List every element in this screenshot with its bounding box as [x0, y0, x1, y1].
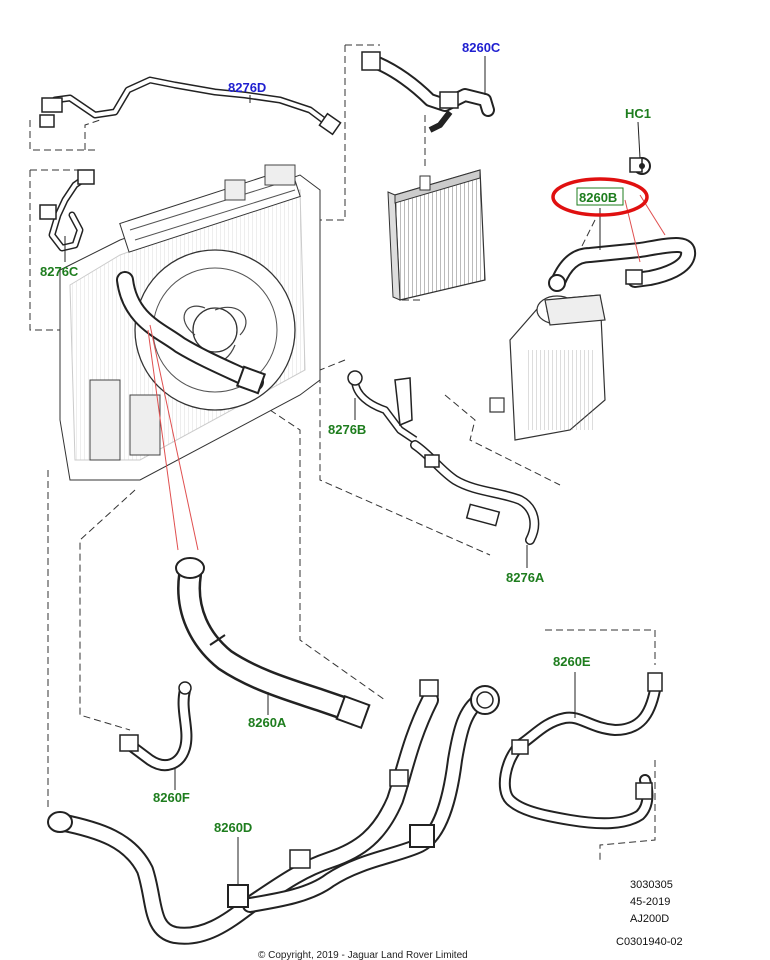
label-8276B[interactable]: 8276B: [328, 422, 366, 437]
copyright-text: © Copyright, 2019 - Jaguar Land Rover Li…: [258, 950, 468, 960]
radiator-fan-module: [59, 164, 321, 481]
label-8276C[interactable]: 8276C: [40, 264, 79, 279]
label-8260A[interactable]: 8260A: [248, 715, 287, 730]
reference-block: 3030305 45-2019 AJ200D C0301940-02: [616, 879, 683, 948]
reference-line-4: C0301940-02: [616, 936, 683, 948]
label-8260B[interactable]: 8260B: [579, 190, 617, 205]
hose-8260A: [175, 557, 371, 730]
label-HC1[interactable]: HC1: [625, 106, 651, 121]
hose-8276B: [347, 370, 418, 444]
reference-line-2: 45-2019: [630, 896, 670, 908]
hose-8260E: [498, 672, 663, 830]
hose-8276C: [39, 169, 95, 252]
clip-HC1: [629, 157, 651, 175]
heater-core: [387, 169, 486, 301]
label-8260E[interactable]: 8260E: [553, 654, 591, 669]
highlight-ellipse: [551, 177, 649, 217]
hose-on-radiator: [116, 271, 267, 395]
label-8276A[interactable]: 8276A: [506, 570, 545, 585]
hose-8276D: [39, 76, 342, 136]
label-8260C[interactable]: 8260C: [462, 40, 501, 55]
label-8260D[interactable]: 8260D: [214, 820, 252, 835]
dashed-group-lines: [29, 44, 656, 860]
hose-8260F: [119, 681, 193, 772]
label-8260F[interactable]: 8260F: [153, 790, 190, 805]
hose-8276A: [410, 440, 540, 545]
hose-8260B: [548, 237, 697, 292]
label-8260B-box: [576, 187, 624, 206]
black-leader-lines: [64, 56, 641, 885]
label-8276D[interactable]: 8276D: [228, 80, 266, 95]
hose-8260C: [361, 51, 495, 133]
reference-line-1: 3030305: [630, 879, 673, 891]
reference-line-3: AJ200D: [630, 913, 669, 925]
hose-8260D: [47, 679, 500, 945]
intercooler-unit: [489, 294, 606, 441]
